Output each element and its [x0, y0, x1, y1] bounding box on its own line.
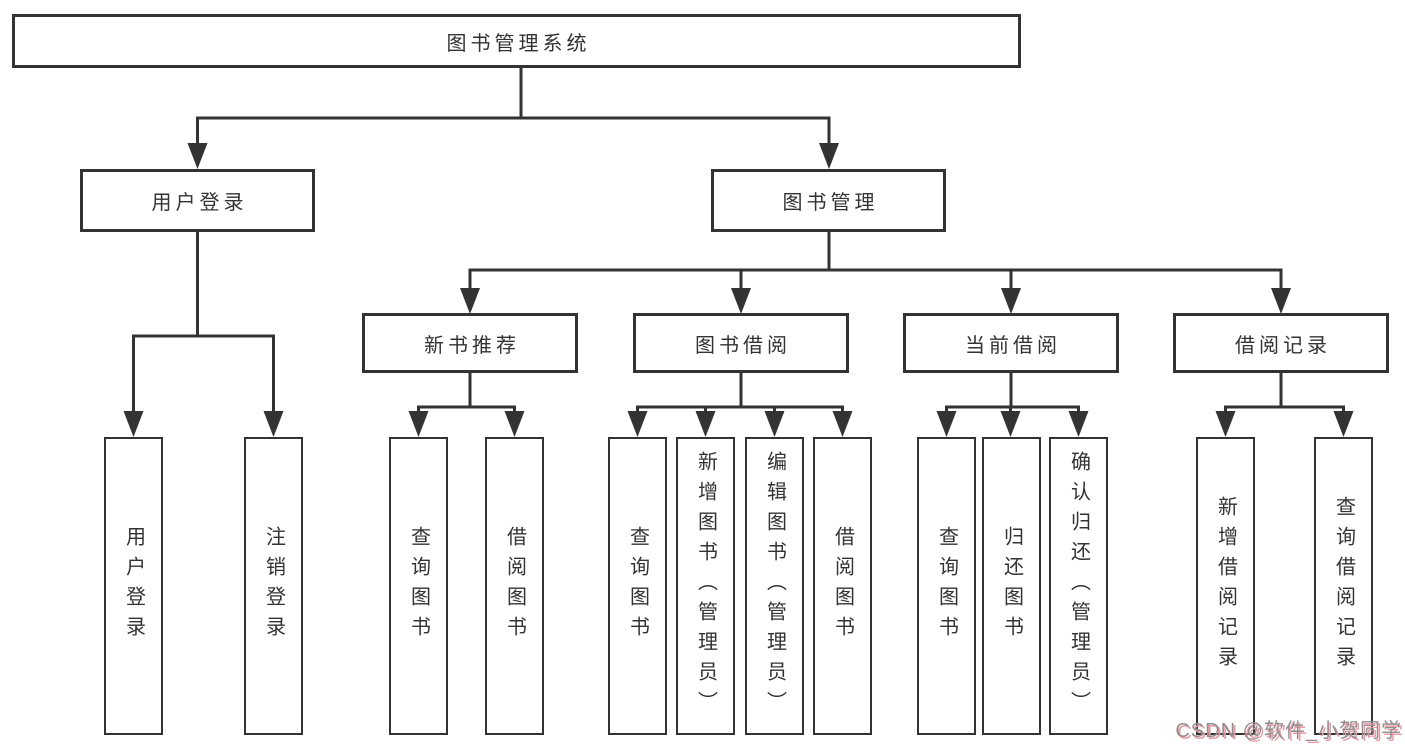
arrow-down-icon — [819, 143, 839, 169]
leaf-cb-confirm-return-admin: 确认归还（管理员） — [1049, 437, 1108, 735]
arrow-down-icon — [731, 288, 751, 314]
arrow-down-icon — [123, 411, 144, 437]
arrow-down-icon — [1271, 288, 1291, 314]
leaf-bb-query-books: 查询图书 — [608, 437, 667, 735]
leaf-br-add-borrow-record: 新增借阅记录 — [1196, 437, 1255, 735]
arrow-down-icon — [627, 411, 648, 437]
arrow-down-icon — [1215, 411, 1236, 437]
connector-newbook-split — [417, 373, 516, 417]
arrow-down-icon — [936, 411, 957, 437]
leaf-nbr-borrow-books: 借阅图书 — [485, 437, 544, 735]
leaf-nbr-query-books: 查询图书 — [389, 437, 448, 735]
connector-bookmgmt-split — [468, 232, 1283, 293]
leaf-bb-edit-books-admin: 编辑图书（管理员） — [745, 437, 804, 735]
arrow-down-icon — [460, 288, 480, 314]
node-root: 图书管理系统 — [12, 14, 1021, 68]
arrow-down-icon — [1333, 411, 1354, 437]
leaf-cb-return-books: 归还图书 — [982, 437, 1041, 735]
node-book-management: 图书管理 — [711, 169, 946, 232]
arrow-down-icon — [832, 411, 853, 437]
leaf-logout-login: 注销登录 — [244, 437, 303, 735]
arrow-down-icon — [1001, 288, 1021, 314]
leaf-user-login: 用户登录 — [104, 437, 163, 735]
arrow-down-icon — [764, 411, 785, 437]
arrowheads — [123, 143, 1354, 437]
node-current-borrowing: 当前借阅 — [903, 313, 1119, 373]
arrow-down-icon — [1068, 411, 1089, 437]
connector-currentborrow-split — [945, 373, 1080, 417]
arrow-down-icon — [695, 411, 716, 437]
node-user-login: 用户登录 — [80, 169, 315, 232]
node-borrow-records: 借阅记录 — [1173, 313, 1389, 373]
arrow-down-icon — [408, 411, 429, 437]
arrow-down-icon — [504, 411, 525, 437]
leaf-br-query-borrow-record: 查询借阅记录 — [1314, 437, 1373, 735]
arrow-down-icon — [263, 411, 284, 437]
arrow-down-icon — [187, 143, 208, 169]
arrow-down-icon — [1000, 411, 1021, 437]
leaf-bb-add-books-admin: 新增图书（管理员） — [676, 437, 735, 735]
node-book-borrowing: 图书借阅 — [633, 313, 849, 373]
connector-borrowrecord-split — [1224, 373, 1345, 417]
connector-userlogin-split — [132, 232, 275, 416]
watermark: CSDN @软件_小贺同学 — [1175, 720, 1402, 742]
leaf-bb-borrow-books: 借阅图书 — [813, 437, 872, 735]
node-new-book-recommend: 新书推荐 — [362, 313, 578, 373]
connector-bookborrow-split — [636, 373, 844, 417]
leaf-cb-query-books: 查询图书 — [917, 437, 976, 735]
connector-root-split — [196, 68, 831, 146]
